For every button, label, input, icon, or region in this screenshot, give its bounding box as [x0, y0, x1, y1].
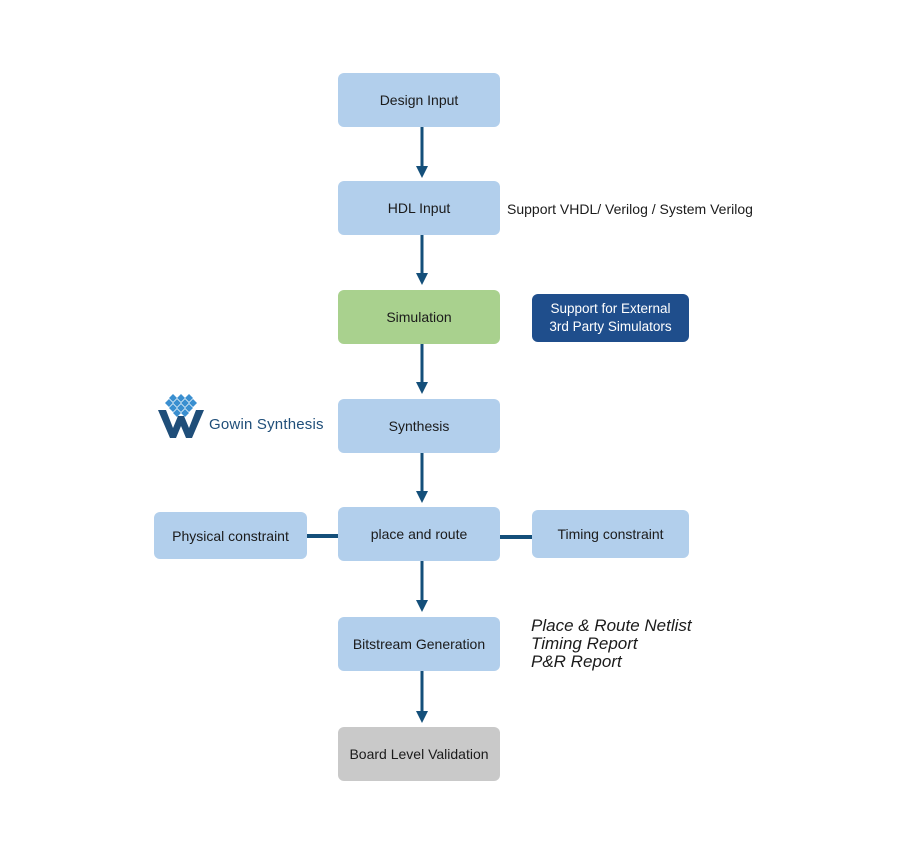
bitstream-generation-box: Bitstream Generation [338, 617, 500, 671]
design-input-box: Design Input [338, 73, 500, 127]
output-note-timing-report: Timing Report [531, 634, 638, 653]
hdl-input-label: HDL Input [387, 200, 451, 216]
physical-constraint-label: Physical constraint [172, 527, 289, 544]
board-level-validation-label: Board Level Validation [349, 746, 489, 762]
hdl-input-box: HDL Input [338, 181, 500, 235]
design-input-label: Design Input [379, 92, 459, 108]
arrowhead-4 [416, 491, 428, 503]
simulation-label: Simulation [386, 309, 452, 325]
hdl-support-note: Support VHDL/ Verilog / System Verilog [507, 201, 753, 217]
gowin-logo-icon [158, 394, 204, 438]
output-note-netlist: Place & Route Netlist [531, 616, 692, 635]
physical-constraint-box: Physical constraint [154, 512, 307, 559]
arrowhead-2 [416, 273, 428, 285]
output-notes: Place & Route Netlist Timing Report P&R … [531, 617, 692, 671]
external-simulators-line2: 3rd Party Simulators [549, 319, 672, 334]
timing-constraint-box: Timing constraint [532, 510, 689, 558]
arrowhead-5 [416, 600, 428, 612]
output-note-pnr-report: P&R Report [531, 652, 622, 671]
simulation-box: Simulation [338, 290, 500, 344]
board-level-validation-box: Board Level Validation [338, 727, 500, 781]
bitstream-generation-label: Bitstream Generation [352, 636, 486, 652]
place-and-route-label: place and route [370, 526, 468, 542]
synthesis-box: Synthesis [338, 399, 500, 453]
external-simulators-line1: Support for External [550, 301, 671, 316]
arrowhead-1 [416, 166, 428, 178]
synthesis-label: Synthesis [388, 418, 450, 434]
arrowhead-3 [416, 382, 428, 394]
gowin-synthesis-label: Gowin Synthesis [209, 416, 324, 433]
place-and-route-box: place and route [338, 507, 500, 561]
external-simulators-box: Support for External 3rd Party Simulator… [532, 294, 689, 342]
arrowhead-6 [416, 711, 428, 723]
timing-constraint-label: Timing constraint [557, 526, 664, 542]
